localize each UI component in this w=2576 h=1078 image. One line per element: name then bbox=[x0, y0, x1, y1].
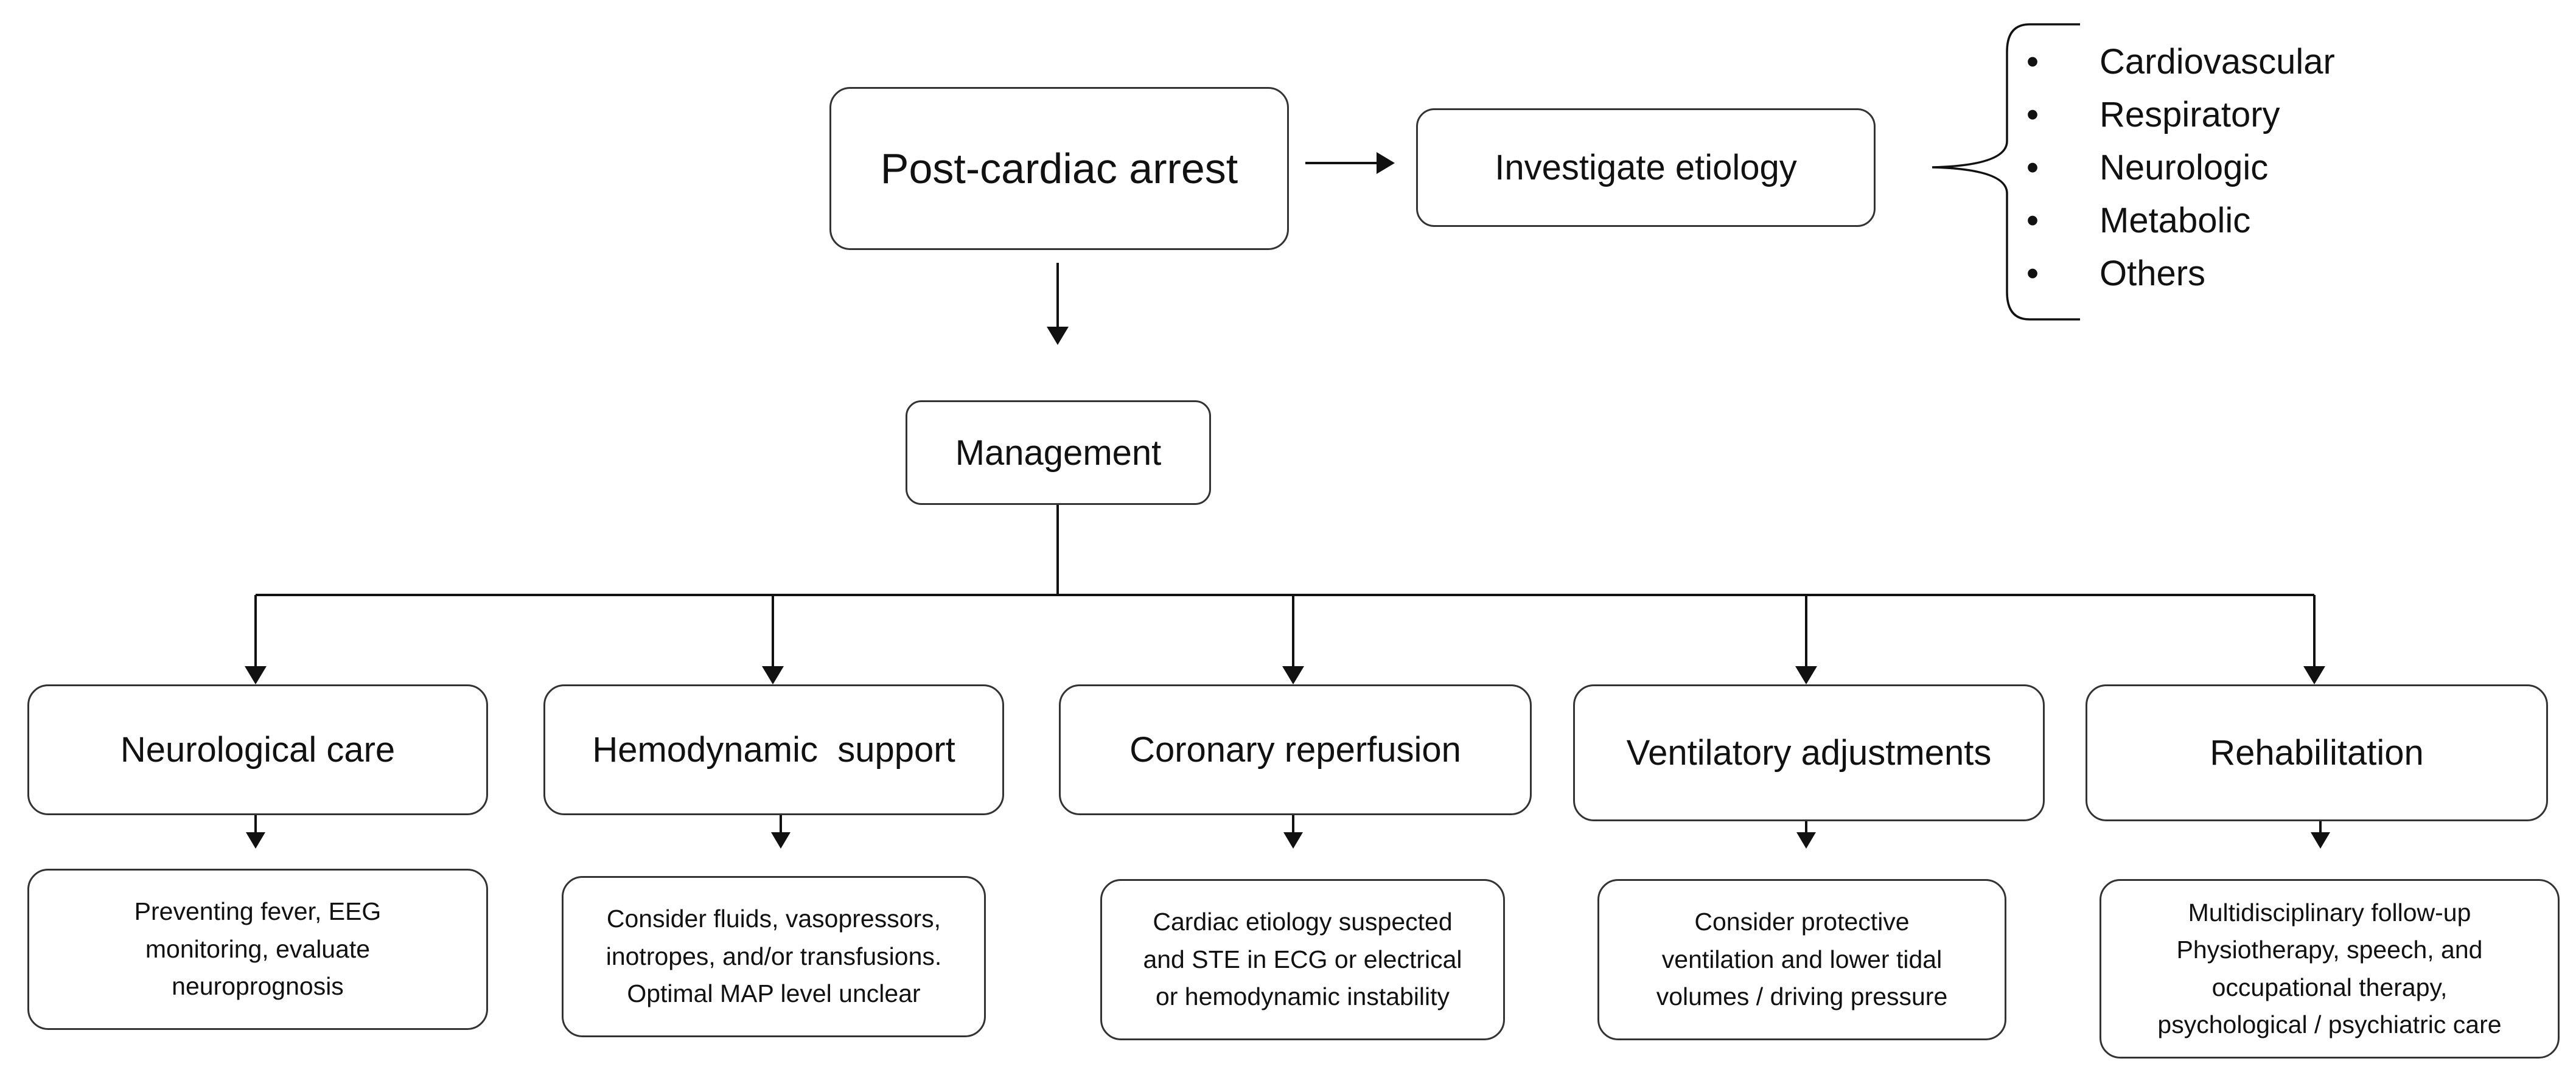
etiology-item-label: Others bbox=[2100, 254, 2206, 293]
management-box: Management bbox=[906, 400, 1211, 505]
etiology-item-label: Respiratory bbox=[2100, 95, 2280, 134]
arrowhead-management bbox=[1047, 327, 1069, 345]
detail-arrowhead-5 bbox=[2311, 832, 2330, 849]
bullet-icon: • bbox=[2026, 148, 2039, 187]
bullet-icon: • bbox=[2026, 201, 2039, 240]
bullet-icon: • bbox=[2026, 95, 2039, 134]
bullet-icon: • bbox=[2026, 42, 2039, 82]
detail-text: Consider protective ventilation and lowe… bbox=[1656, 908, 1948, 1011]
etiology-item-neurologic: • Neurologic bbox=[2020, 141, 2335, 194]
bullet-icon: • bbox=[2026, 254, 2039, 293]
detail-ventilatory-adjustments: Consider protective ventilation and lowe… bbox=[1597, 879, 2006, 1040]
etiology-item-others: • Others bbox=[2020, 247, 2335, 300]
detail-coronary-reperfusion: Cardiac etiology suspected and STE in EC… bbox=[1100, 879, 1505, 1040]
branch-neurological-care: Neurological care bbox=[27, 684, 488, 815]
detail-hemodynamic-support: Consider fluids, vasopressors, inotropes… bbox=[562, 876, 986, 1037]
branch-arrowhead-2 bbox=[762, 666, 784, 684]
detail-arrowhead-1 bbox=[246, 832, 265, 849]
branch-arrowhead-3 bbox=[1282, 666, 1304, 684]
detail-arrowhead-4 bbox=[1796, 832, 1816, 849]
detail-text: Consider fluids, vasopressors, inotropes… bbox=[606, 905, 942, 1008]
branch-arrowhead-4 bbox=[1795, 666, 1817, 684]
branch-coronary-reperfusion: Coronary reperfusion bbox=[1059, 684, 1532, 815]
etiology-item-cardiovascular: • Cardiovascular bbox=[2020, 35, 2335, 88]
branch-title: Hemodynamic support bbox=[592, 730, 955, 770]
etiology-item-label: Neurologic bbox=[2100, 148, 2269, 187]
branch-title: Coronary reperfusion bbox=[1129, 730, 1461, 770]
branch-ventilatory-adjustments: Ventilatory adjustments bbox=[1573, 684, 2045, 821]
etiology-brace bbox=[1932, 23, 2080, 321]
detail-text: Preventing fever, EEG monitoring, evalua… bbox=[134, 897, 382, 1001]
detail-arrowhead-2 bbox=[771, 832, 791, 849]
detail-arrowhead-3 bbox=[1283, 832, 1303, 849]
arrowhead-investigate bbox=[1377, 152, 1395, 174]
detail-rehabilitation: Multidisciplinary follow-up Physiotherap… bbox=[2100, 879, 2560, 1059]
etiology-item-respiratory: • Respiratory bbox=[2020, 88, 2335, 141]
etiology-item-metabolic: • Metabolic bbox=[2020, 194, 2335, 247]
start-box-label: Post-cardiac arrest bbox=[880, 145, 1238, 192]
branch-hemodynamic-support: Hemodynamic support bbox=[543, 684, 1004, 815]
etiology-item-label: Metabolic bbox=[2100, 201, 2251, 240]
investigate-etiology-box: Investigate etiology bbox=[1416, 108, 1876, 227]
branch-arrowhead-5 bbox=[2303, 666, 2325, 684]
etiology-list: • Cardiovascular • Respiratory • Neurolo… bbox=[2020, 35, 2335, 300]
investigate-etiology-label: Investigate etiology bbox=[1495, 148, 1797, 187]
branch-title: Neurological care bbox=[120, 730, 396, 770]
branch-title: Rehabilitation bbox=[2210, 733, 2424, 773]
detail-text: Multidisciplinary follow-up Physiotherap… bbox=[2157, 898, 2502, 1039]
branch-title: Ventilatory adjustments bbox=[1626, 733, 1992, 773]
start-box-post-cardiac-arrest: Post-cardiac arrest bbox=[829, 87, 1289, 250]
management-label: Management bbox=[955, 433, 1162, 473]
detail-neurological-care: Preventing fever, EEG monitoring, evalua… bbox=[27, 869, 488, 1030]
branch-arrowhead-1 bbox=[245, 666, 267, 684]
detail-text: Cardiac etiology suspected and STE in EC… bbox=[1143, 908, 1462, 1011]
branch-rehabilitation: Rehabilitation bbox=[2086, 684, 2548, 821]
etiology-item-label: Cardiovascular bbox=[2100, 42, 2335, 82]
